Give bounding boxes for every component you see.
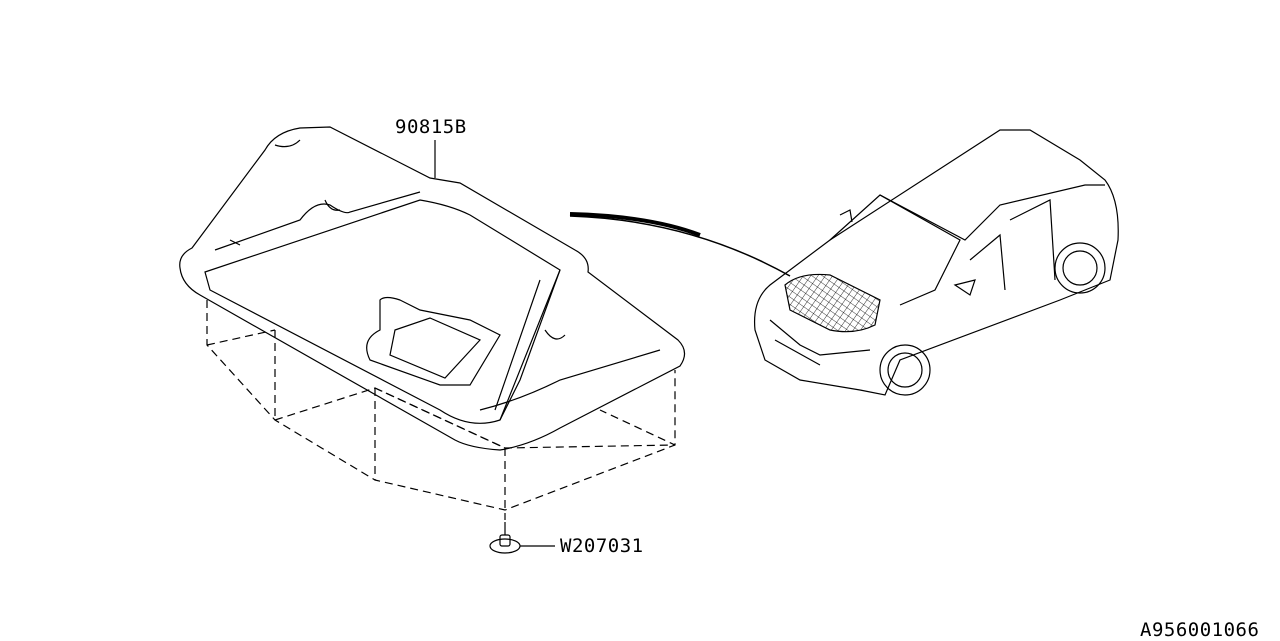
part-label-hood-insulator[interactable]: 90815B	[395, 116, 467, 138]
part-label-clip[interactable]: W207031	[560, 535, 644, 557]
vehicle-drawing	[753, 129, 1119, 396]
location-arrow	[569, 215, 791, 277]
installation-dashed-lines	[206, 300, 676, 520]
clip-drawing	[489, 522, 555, 554]
diagram-id: A956001066	[1140, 619, 1260, 641]
hood-insulator-drawing	[179, 126, 686, 451]
